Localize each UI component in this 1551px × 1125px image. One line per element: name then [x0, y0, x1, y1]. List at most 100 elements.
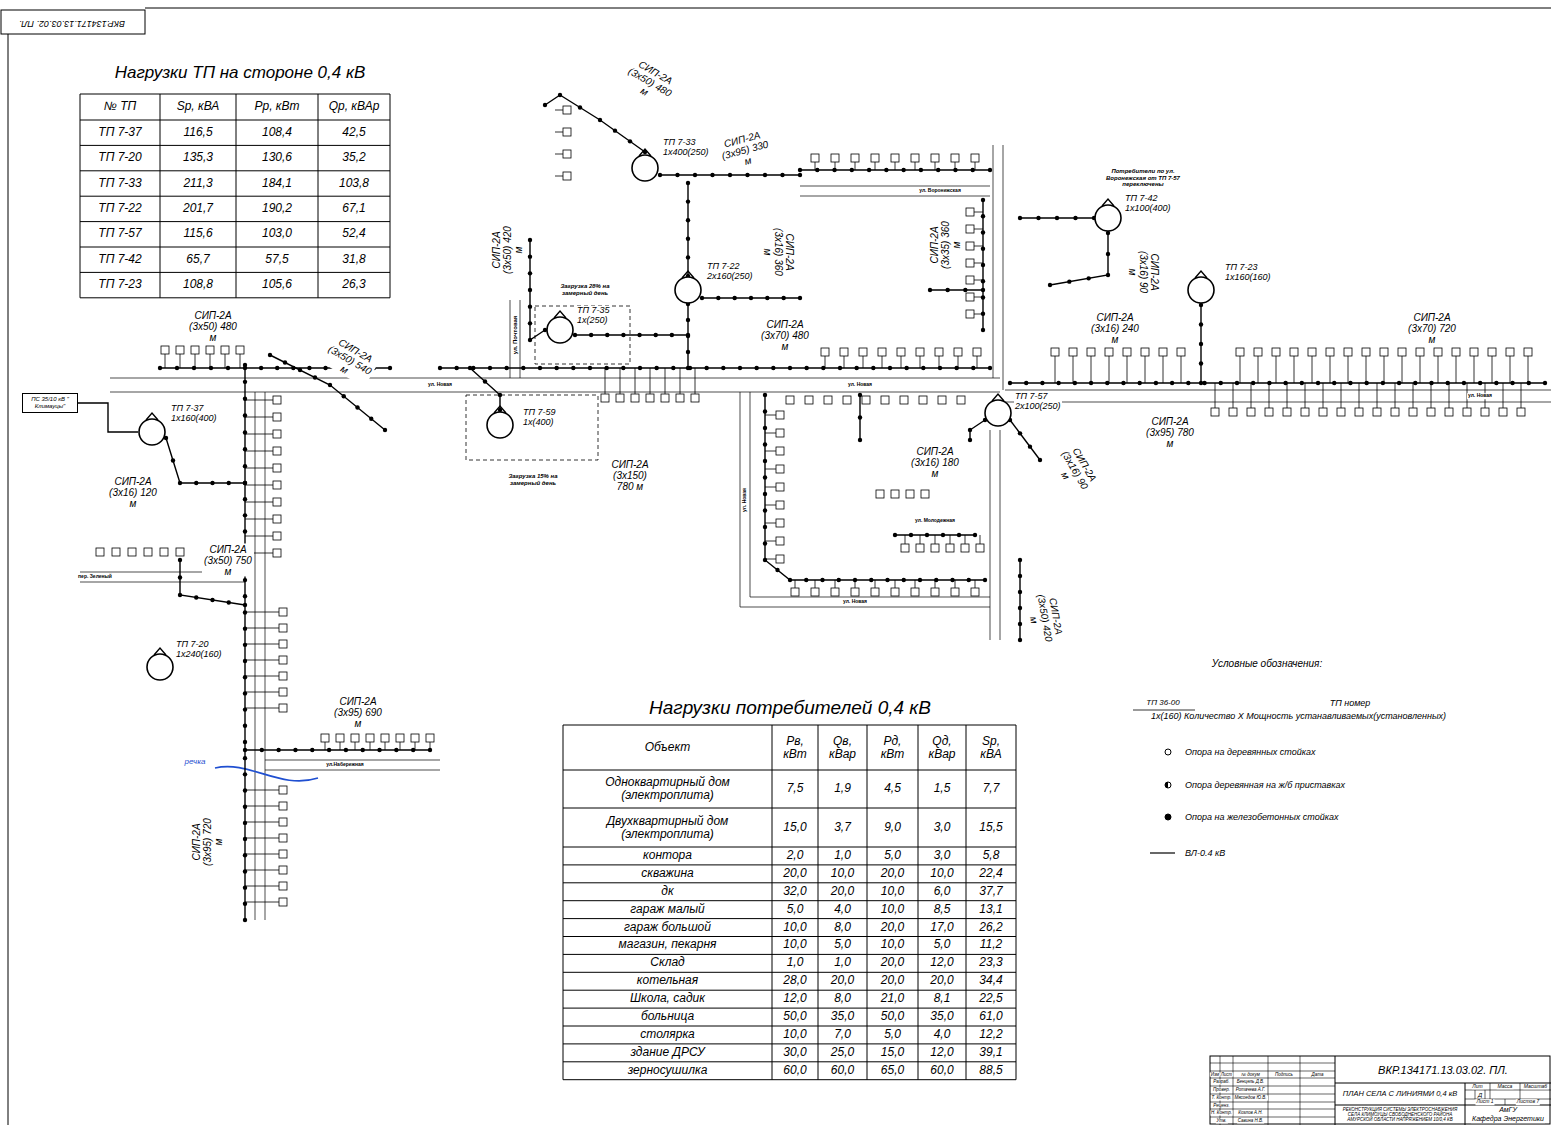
table-cell: 130,6: [239, 152, 315, 165]
title-block-line: [1210, 1086, 1335, 1087]
service-drop: [245, 870, 283, 871]
pole-symbol: [788, 578, 792, 582]
pole-symbol: [210, 598, 214, 602]
title-block-frame: [1210, 1056, 1550, 1124]
table-cell: Склад: [566, 957, 769, 970]
table-cell: Pр, кВт: [239, 100, 315, 113]
pole-symbol: [686, 318, 690, 322]
substation-roof: [554, 311, 566, 318]
service-drop: [245, 838, 283, 839]
table-cell: 1,5: [921, 782, 963, 795]
title-block-cell: Реценз.: [1212, 1103, 1230, 1108]
consumer-house: [646, 394, 654, 402]
power-line: [930, 289, 983, 290]
service-drop: [245, 644, 283, 645]
legend-text: ТП номер: [1329, 699, 1372, 709]
substation-caption: ТП 7-331х400(250): [662, 138, 710, 158]
street-line: [993, 145, 994, 378]
pole-symbol: [243, 788, 247, 792]
pole-symbol: [804, 578, 808, 582]
title-block-cell: Разраб.: [1212, 1080, 1230, 1085]
table-cell: 20,0: [821, 975, 864, 988]
consumer-house: [1499, 408, 1507, 416]
substation-number: ТП 7-20: [175, 640, 223, 650]
pole-symbol: [658, 173, 662, 177]
consumer-house: [966, 259, 974, 267]
street-line: [265, 760, 440, 761]
pole-symbol: [763, 393, 767, 397]
pole-symbol: [1510, 381, 1514, 385]
pole-symbol: [981, 230, 985, 234]
consumer-house: [938, 396, 946, 404]
pole-symbol: [967, 578, 971, 582]
title-block-cell: Лист 1: [1475, 1099, 1494, 1105]
pole-symbol: [820, 578, 824, 582]
table-cell: 3,0: [921, 849, 963, 862]
consumer-house: [906, 490, 914, 498]
service-drop: [1145, 352, 1146, 383]
substation-caption: ТП 7-231х160(160): [1224, 263, 1272, 283]
title-block-cell: Масштаб: [1523, 1084, 1548, 1090]
service-drop: [245, 451, 277, 452]
street-line: [750, 392, 990, 597]
table-cell: 20,0: [870, 957, 915, 970]
consumer-house: [273, 447, 281, 455]
pole-sample: [1165, 814, 1171, 820]
table-cell: 10,0: [775, 921, 815, 934]
service-drop: [245, 676, 283, 677]
pole-symbol: [571, 366, 575, 370]
title-block-cell: № докум: [1240, 1072, 1261, 1077]
consumer-house: [279, 704, 287, 712]
table-cell: ТП 7-37: [83, 126, 157, 139]
river-name: речка: [184, 758, 207, 767]
pole-symbol: [243, 626, 247, 630]
pole-symbol: [1543, 381, 1547, 385]
power-line: [970, 420, 985, 440]
table-cell: 25,0: [821, 1046, 864, 1059]
pole-symbol: [858, 393, 862, 397]
consumer-house: [676, 394, 684, 402]
table-cell: Рв, кВт: [775, 734, 815, 760]
table-cell: 65,7: [163, 253, 233, 266]
pole-symbol: [243, 724, 247, 728]
service-drop: [1181, 352, 1182, 383]
table-cell: 17,0: [921, 921, 963, 934]
pole-symbol: [243, 740, 247, 744]
service-drop: [245, 790, 283, 791]
table-cell: Объект: [566, 741, 769, 754]
note-text: Загрузка 15% на замерный день: [493, 473, 573, 486]
pole-symbol: [369, 417, 373, 421]
pole-symbol: [498, 393, 502, 397]
pole-symbol: [670, 333, 674, 337]
substation-roof: [154, 648, 166, 655]
table-grid: [563, 808, 1016, 809]
consumer-house: [776, 501, 784, 509]
pole-symbol: [1332, 381, 1336, 385]
consumer-house: [1123, 348, 1131, 356]
pole-symbol: [178, 575, 182, 579]
note-text: Потребители по ул. Воронежская от ТП 7-5…: [1096, 168, 1191, 188]
consumer-house: [279, 850, 287, 858]
pole-symbol: [605, 333, 609, 337]
pole-symbol: [227, 481, 231, 485]
table-cell: 23,3: [969, 957, 1013, 970]
title-block-cell: Утв.: [1215, 1119, 1227, 1124]
service-drop: [245, 902, 283, 903]
pole-symbol: [775, 568, 779, 572]
pole-symbol: [504, 366, 508, 370]
street-name: ул. Молодежная: [914, 518, 956, 524]
transformer-circle: [1094, 204, 1122, 232]
legend-sample: [1145, 744, 1179, 760]
table-cell: 21,0: [870, 993, 915, 1006]
table-cell: ТП 7-20: [83, 152, 157, 165]
pole-sample: [1165, 782, 1171, 788]
pole-symbol: [438, 366, 442, 370]
pole-symbol: [175, 366, 179, 370]
consumer-house: [951, 588, 959, 596]
consumer-house: [279, 786, 287, 794]
legend-text: Опора на железобетонных стойках: [1185, 809, 1338, 825]
consumer-house: [786, 396, 794, 404]
pole-symbol: [573, 333, 577, 337]
substation-symbol: ТП 7-421х100(400): [1094, 204, 1122, 232]
service-drop: [245, 485, 277, 486]
